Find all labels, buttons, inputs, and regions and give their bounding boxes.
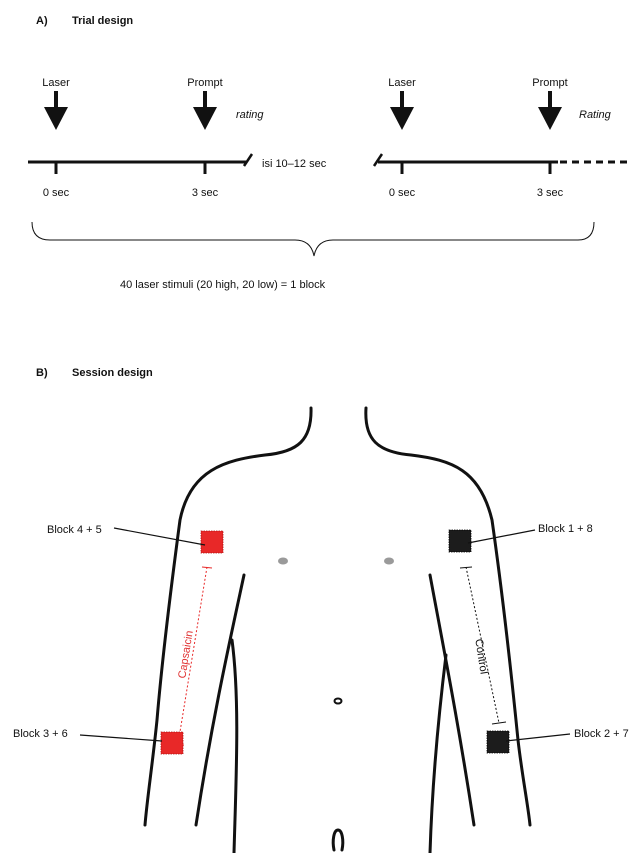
block-brace xyxy=(32,222,594,256)
left-nipple xyxy=(278,558,288,565)
body-outline xyxy=(145,408,530,853)
block-caption: 40 laser stimuli (20 high, 20 low) = 1 b… xyxy=(120,279,326,291)
isi-label: isi 10–12 sec xyxy=(262,158,327,170)
leader-upper-right xyxy=(468,530,535,543)
panel-b-letter: B) xyxy=(36,367,48,379)
time-0-label-2: 0 sec xyxy=(389,187,416,199)
block-label-upper-right: Block 1 + 8 xyxy=(538,523,593,535)
control-patch-upper xyxy=(449,530,471,552)
panel-a-letter: A) xyxy=(36,15,48,27)
leader-lower-left xyxy=(80,735,162,741)
prompt-label-2: Prompt xyxy=(532,77,567,89)
time-3-label-2: 3 sec xyxy=(537,187,564,199)
capsaicin-patch-lower xyxy=(161,732,183,754)
right-nipple xyxy=(384,558,394,565)
laser-label-1: Laser xyxy=(42,77,70,89)
leader-lower-right xyxy=(506,734,570,741)
control-patch-lower xyxy=(487,731,509,753)
navel xyxy=(335,699,342,704)
control-label: Control xyxy=(472,638,489,675)
block-label-lower-right: Block 2 + 7 xyxy=(574,728,629,740)
rating-label-1: rating xyxy=(236,109,264,121)
block-label-upper-left: Block 4 + 5 xyxy=(47,524,102,536)
capsaicin-area-marker xyxy=(172,567,212,745)
leader-upper-left xyxy=(114,528,205,545)
prompt-arrow-1 xyxy=(193,91,217,130)
time-3-label-1: 3 sec xyxy=(192,187,219,199)
laser-arrow-1 xyxy=(44,91,68,130)
timeline-2 xyxy=(374,154,632,174)
laser-arrow-2 xyxy=(390,91,414,130)
capsaicin-patch-upper xyxy=(201,531,223,553)
block-label-lower-left: Block 3 + 6 xyxy=(13,728,68,740)
prompt-arrow-2 xyxy=(538,91,562,130)
panel-b-title: Session design xyxy=(72,367,153,379)
rating-label-2: Rating xyxy=(579,109,612,121)
panel-a-title: Trial design xyxy=(72,15,133,27)
time-0-label-1: 0 sec xyxy=(43,187,70,199)
timeline-1 xyxy=(28,154,252,174)
prompt-label-1: Prompt xyxy=(187,77,222,89)
laser-label-2: Laser xyxy=(388,77,416,89)
